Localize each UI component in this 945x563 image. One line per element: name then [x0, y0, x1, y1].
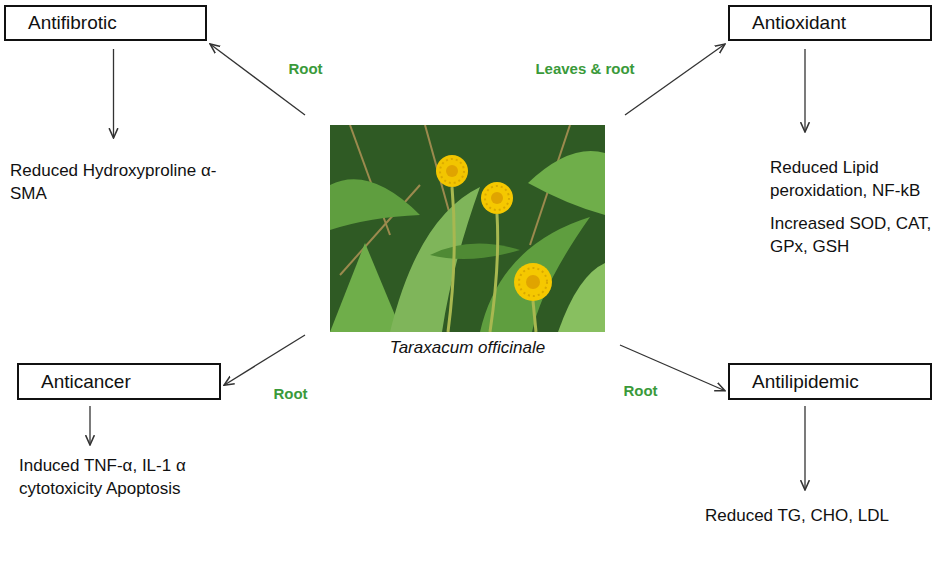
leaf — [558, 263, 605, 332]
photo-frame — [330, 125, 605, 332]
activity-box: Antifibrotic — [4, 5, 207, 41]
petal-lines — [519, 268, 547, 296]
effect-text-block: Reduced TG, CHO, LDL — [705, 505, 935, 528]
leaf — [528, 151, 605, 215]
flower-centre — [446, 165, 458, 177]
plant-part-label: Root — [621, 381, 659, 398]
flower — [436, 155, 468, 187]
flower-centre — [491, 192, 503, 204]
leaf — [390, 187, 480, 332]
effect-text: Reduced Hydroxyproline α-SMA — [10, 160, 225, 206]
plant-part-label: Root — [286, 59, 324, 76]
connector-arrow — [224, 335, 305, 385]
plant-part-label: Leaves & root — [533, 59, 636, 76]
stalk — [448, 187, 454, 332]
petal-lines — [440, 159, 464, 183]
activity-name: Antioxidant — [752, 12, 846, 34]
connector-arrow — [89, 406, 90, 445]
plant-part-label: Root — [271, 385, 309, 402]
dandelion-illustration — [330, 125, 605, 332]
petals — [514, 263, 552, 301]
effect-text-block: Induced TNF-α, IL-1 α cytotoxicity Apopt… — [19, 455, 214, 501]
leaf — [430, 244, 520, 259]
species-caption: Taraxacum officinale — [330, 338, 605, 358]
stalk — [533, 301, 536, 332]
effect-text: Increased SOD, CAT, GPx, GSH — [770, 213, 940, 259]
petal-lines — [485, 186, 509, 210]
leaf — [330, 243, 402, 332]
stalk — [490, 214, 498, 332]
leaves — [330, 151, 605, 332]
connector-arrow — [804, 49, 805, 132]
activity-box: Antioxidant — [728, 5, 932, 41]
effect-text: Reduced Lipid peroxidation, NF-kB — [770, 157, 940, 203]
effect-text-block: Reduced Hydroxyproline α-SMA — [10, 160, 225, 206]
activity-name: Antifibrotic — [28, 12, 117, 34]
plant-photo: Taraxacum officinale — [330, 125, 605, 358]
effect-text: Induced TNF-α, IL-1 α cytotoxicity Apopt… — [19, 455, 214, 501]
flower-centre — [526, 275, 540, 289]
activity-name: Anticancer — [41, 371, 131, 393]
connector-arrow — [113, 49, 114, 138]
connector-arrow — [210, 44, 305, 115]
leaf — [330, 179, 420, 230]
flower — [514, 263, 552, 301]
flower — [481, 182, 513, 214]
connector-arrow — [625, 44, 725, 115]
connector-arrow — [804, 406, 805, 490]
petals — [481, 182, 513, 214]
activity-name: Antilipidemic — [752, 371, 859, 393]
effect-text-block: Reduced Lipid peroxidation, NF-kB Increas… — [770, 157, 940, 259]
effect-text: Reduced TG, CHO, LDL — [705, 505, 935, 528]
activity-box: Anticancer — [17, 363, 221, 400]
petals — [436, 155, 468, 187]
activity-box: Antilipidemic — [728, 363, 932, 400]
photo-ground — [330, 125, 605, 332]
